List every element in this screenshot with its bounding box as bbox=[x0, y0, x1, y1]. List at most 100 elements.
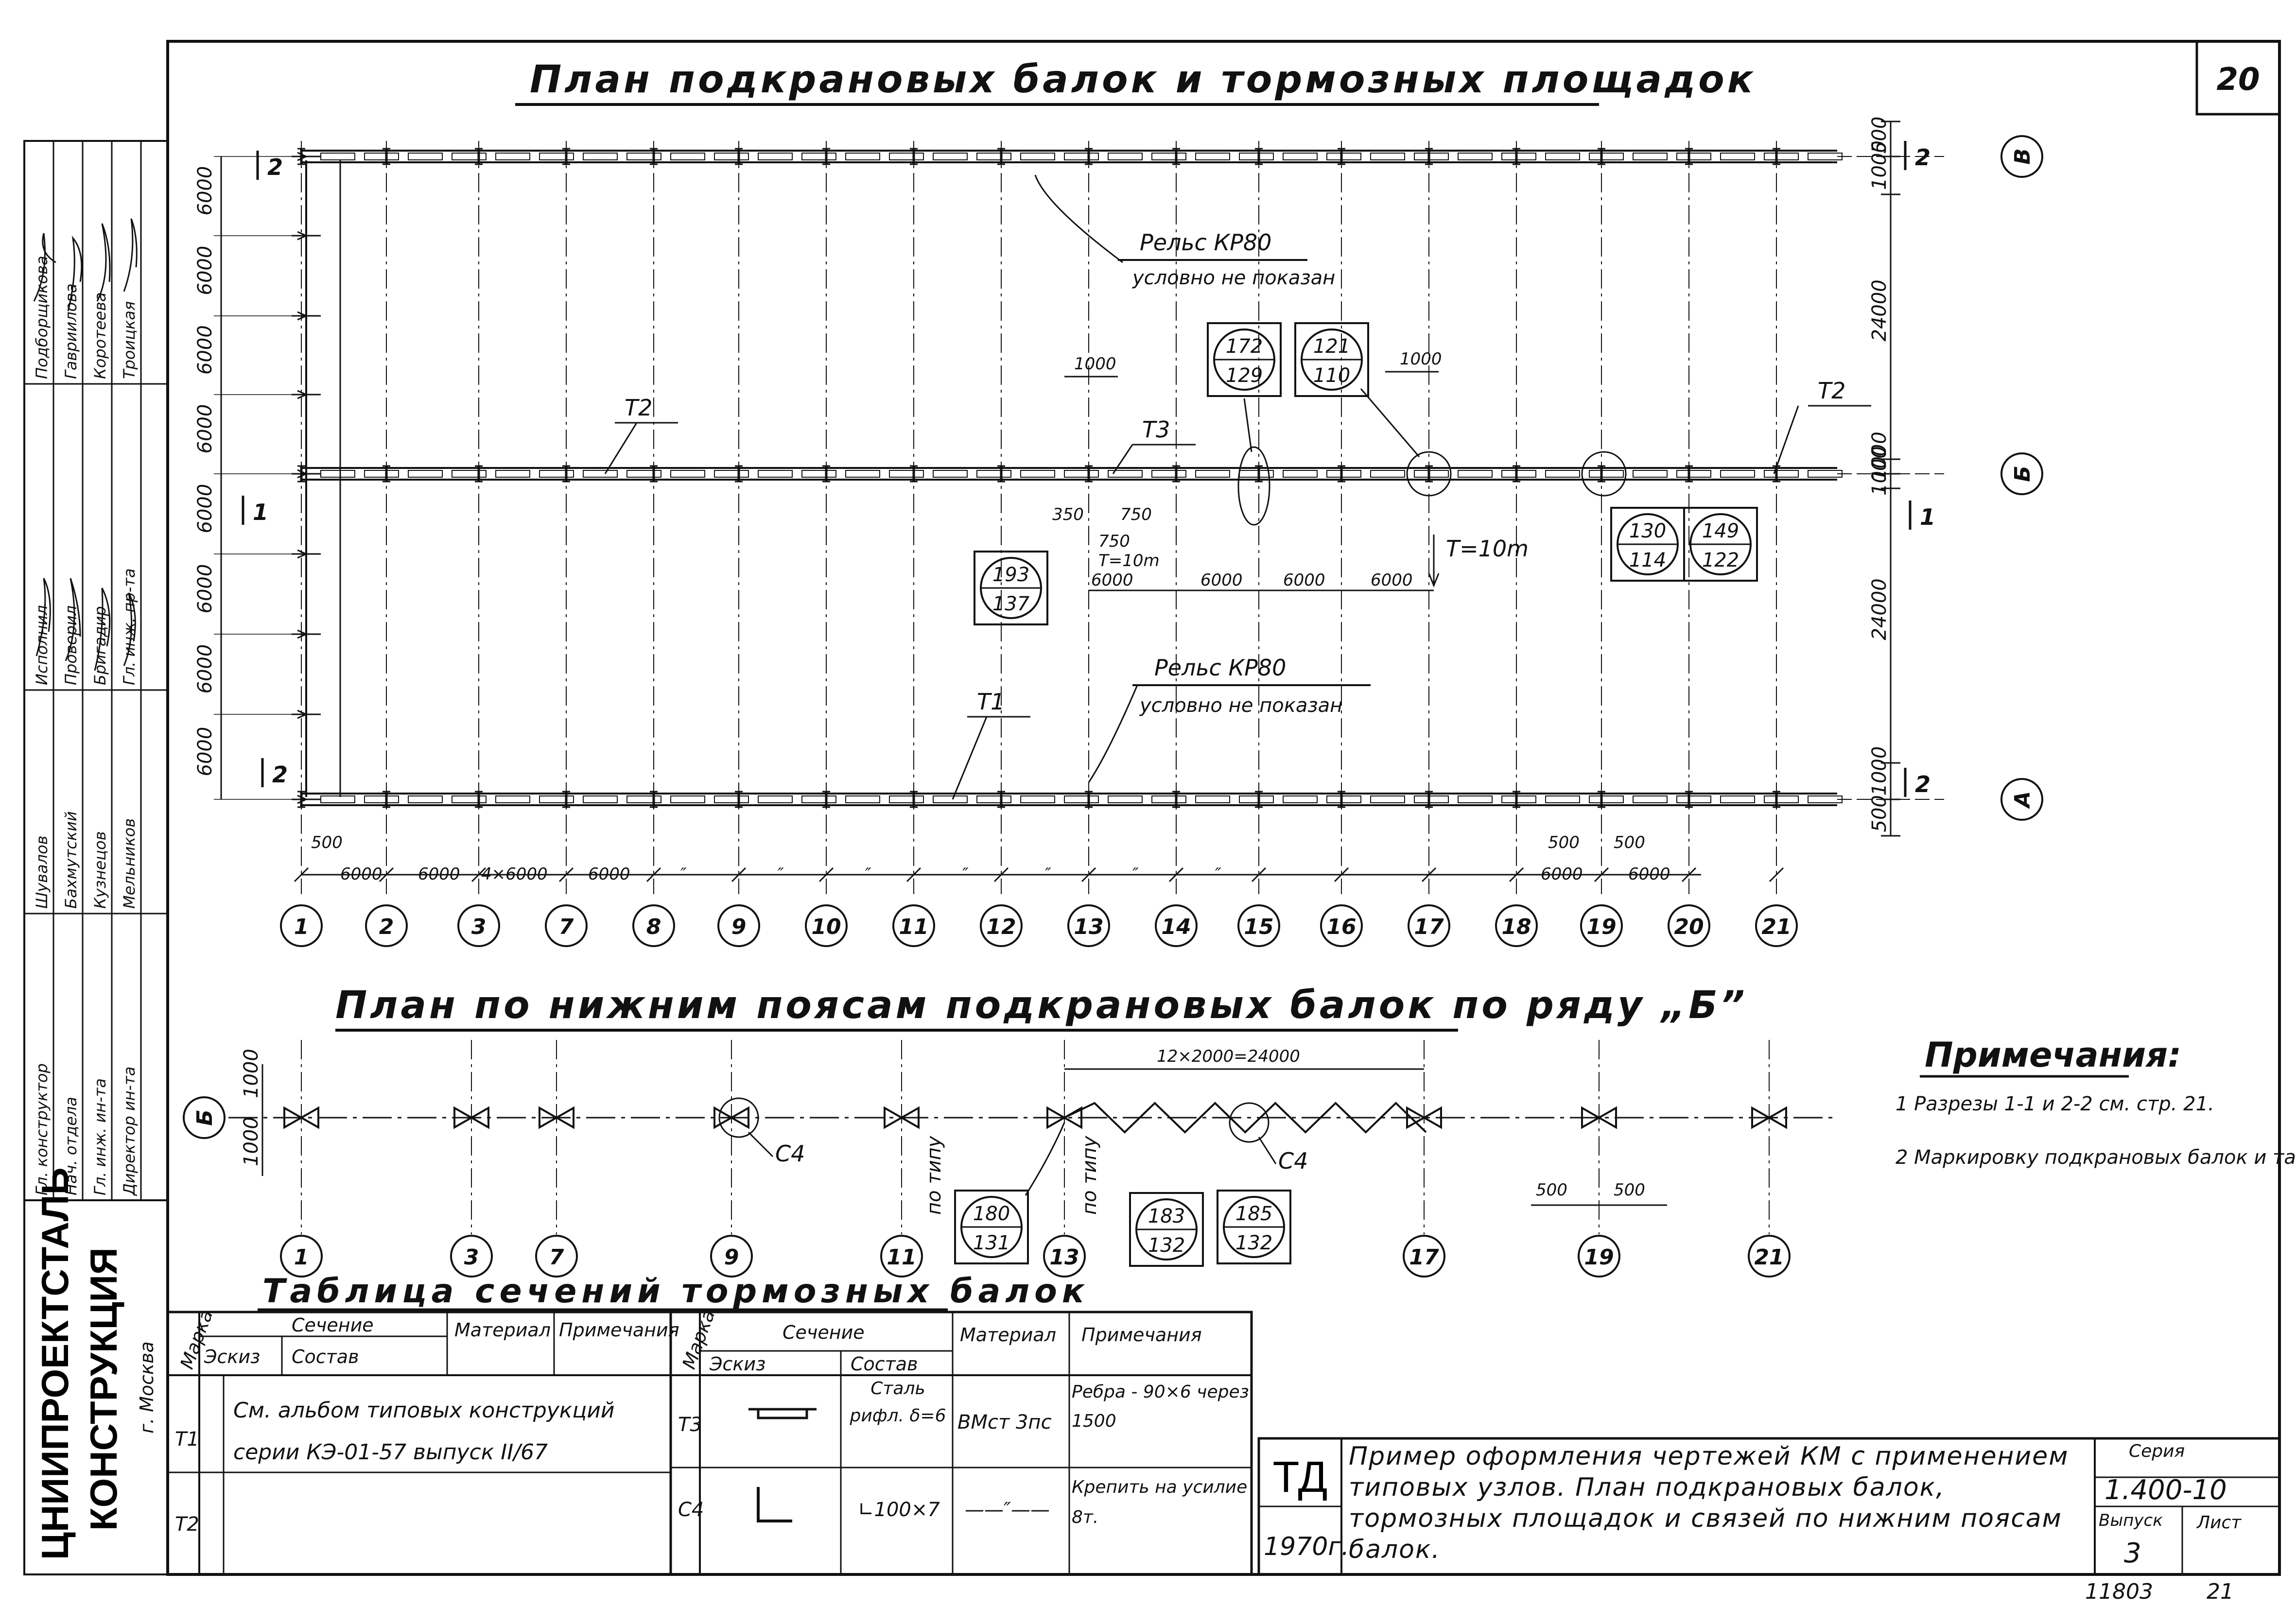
stamp-role: Гл. инж. ин-та bbox=[91, 1078, 109, 1195]
dim-6000-d: 6000 bbox=[1371, 570, 1413, 590]
dim-tick bbox=[906, 867, 922, 882]
beam-segment bbox=[1020, 153, 1055, 160]
beam-segment bbox=[845, 470, 880, 478]
axis-number: 17 bbox=[1414, 915, 1444, 939]
note-2: 2 Маркировку подкрановых балок и таблицу… bbox=[1896, 1146, 2296, 1169]
dim-tick bbox=[1334, 867, 1349, 882]
right-dim: 500 bbox=[1868, 795, 1891, 832]
node-leader bbox=[1360, 388, 1420, 457]
axis-number: 2 bbox=[379, 915, 394, 939]
dim-tick bbox=[471, 867, 487, 882]
beam-segment bbox=[583, 795, 618, 803]
issue-value: 3 bbox=[2124, 1538, 2141, 1569]
dim-6000-c: 6000 bbox=[1283, 570, 1325, 590]
node-ref-bottom: 132 bbox=[1235, 1232, 1272, 1254]
left-dim: 6000 bbox=[194, 564, 216, 614]
right-dim: 1000 bbox=[1868, 140, 1891, 190]
beam-segment bbox=[1151, 153, 1186, 160]
axis-number: 8 bbox=[646, 915, 661, 939]
beam-segment bbox=[933, 153, 968, 160]
beam-segment bbox=[976, 470, 1011, 478]
axis-bubble-2 bbox=[365, 904, 408, 947]
beam-segment bbox=[539, 470, 574, 478]
sections-table: Таблица сечений тормозных балок Марка Се… bbox=[166, 1272, 1253, 1576]
bottom-dim: 6000 bbox=[1628, 864, 1670, 884]
dim-tick bbox=[294, 867, 309, 882]
series-label: Серия bbox=[2129, 1441, 2185, 1461]
axis-number: 3 bbox=[464, 1245, 479, 1270]
axis-bubble-18 bbox=[1495, 904, 1538, 947]
stamp-role: Директор ин-та bbox=[120, 1067, 139, 1196]
beam-segment bbox=[364, 153, 399, 160]
node-ref-bottom: 114 bbox=[1629, 549, 1666, 571]
rail-leader-1 bbox=[1034, 174, 1123, 263]
axis-number: 20 bbox=[1674, 915, 1704, 939]
beam-segment bbox=[1458, 795, 1493, 803]
bottom-dim: 500 bbox=[1548, 833, 1580, 852]
axis-bubble-16 bbox=[1320, 904, 1363, 947]
beam-segment bbox=[1458, 470, 1493, 478]
bottom-dim: 500 bbox=[311, 833, 343, 852]
row-t3-material: ВМст 3пс bbox=[957, 1411, 1052, 1434]
row-c4-material: ——″—— bbox=[965, 1499, 1050, 1521]
issue-label: Выпуск bbox=[2099, 1511, 2163, 1530]
beam-segment bbox=[1064, 153, 1099, 160]
beam-segment bbox=[1808, 470, 1843, 478]
dim-1000-left: 1000 bbox=[1074, 354, 1116, 374]
axis-bubble-11 bbox=[892, 904, 935, 947]
row-t3-mark: T3 bbox=[678, 1414, 702, 1436]
beam-segment bbox=[1676, 153, 1711, 160]
section-mark: 2 bbox=[1915, 771, 1931, 797]
brace-node bbox=[1751, 1106, 1787, 1129]
axis-number: 11 bbox=[887, 1245, 916, 1270]
node-leader bbox=[1243, 398, 1252, 452]
axis-bubble-3 bbox=[450, 1235, 493, 1278]
beam-segment bbox=[714, 795, 749, 803]
beam-segment bbox=[1064, 795, 1099, 803]
dim-tick bbox=[1769, 867, 1784, 882]
beam-segment bbox=[1239, 153, 1274, 160]
beam-segment bbox=[714, 470, 749, 478]
stamp-name: Бахмутский bbox=[62, 811, 80, 909]
stamp-name: Троицкая bbox=[120, 301, 139, 379]
hdr-sketch-right: Эскиз bbox=[709, 1353, 765, 1375]
axis-number: 21 bbox=[1754, 1245, 1784, 1270]
bottom-code: 11803 bbox=[2085, 1579, 2153, 1604]
brace-mark-leader bbox=[748, 1131, 774, 1158]
beam-segment bbox=[933, 470, 968, 478]
axis-bubble-8 bbox=[632, 904, 675, 947]
axis-bubble-7 bbox=[545, 904, 588, 947]
dim-6000-b: 6000 bbox=[1200, 570, 1243, 590]
bottom-dim: 6000 bbox=[418, 864, 460, 884]
beam-segment bbox=[889, 795, 924, 803]
beam-mark: T1 bbox=[977, 689, 1005, 715]
beam-segment bbox=[976, 795, 1011, 803]
node-ref-top: 172 bbox=[1226, 335, 1263, 358]
notes-title: Примечания: bbox=[1925, 1035, 2181, 1075]
right-dim: 24000 bbox=[1868, 578, 1891, 640]
bottom-dim: 6000 bbox=[588, 864, 630, 884]
brace-mark: C4 bbox=[775, 1140, 805, 1167]
brace-node bbox=[283, 1106, 319, 1129]
beam-segment bbox=[1195, 153, 1230, 160]
bottom-dim: ″ bbox=[1045, 864, 1051, 884]
beam-segment bbox=[452, 795, 487, 803]
stamp-role: Исполнил bbox=[33, 605, 51, 685]
axis-number: 7 bbox=[559, 915, 574, 939]
row-t2-mark: T2 bbox=[175, 1513, 199, 1536]
td-mark: ТД bbox=[1273, 1453, 1328, 1502]
axis-number: 16 bbox=[1326, 915, 1356, 939]
type-note: по типу bbox=[1078, 1135, 1101, 1215]
dim-tick bbox=[1168, 867, 1184, 882]
signature-2 bbox=[67, 235, 83, 311]
beam-segment bbox=[1808, 795, 1843, 803]
row-label: А bbox=[2010, 791, 2035, 809]
beam-segment bbox=[320, 795, 355, 803]
left-dim: 6000 bbox=[194, 484, 216, 534]
beam-mark-leader bbox=[952, 716, 988, 800]
beam-segment bbox=[364, 470, 399, 478]
beam-mark: T2 bbox=[1818, 378, 1845, 404]
load-note-2: T=10m bbox=[1446, 536, 1529, 562]
